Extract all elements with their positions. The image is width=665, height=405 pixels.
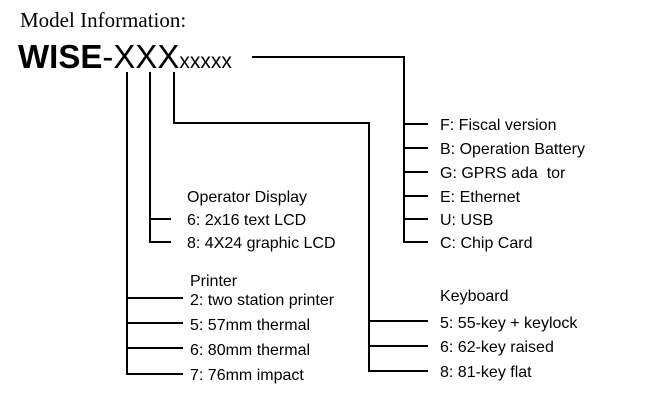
printer-option-57mm: 5: 57mm thermal: [190, 317, 310, 334]
options-bracket-line: [252, 56, 405, 243]
display-title: Operator Display: [187, 189, 307, 206]
keyboard-bracket-line: [173, 72, 370, 372]
display-group: Operator Display 6: 2x16 text LCD 8: 4X2…: [187, 189, 336, 252]
printer-option-80mm: 6: 80mm thermal: [190, 342, 310, 359]
printer-option-76mm: 7: 76mm impact: [190, 367, 304, 384]
model-suffix: xxxxx: [179, 50, 232, 73]
printer-option-two-station: 2: two station printer: [190, 292, 335, 309]
option-gprs: G: GPRS ada tor: [440, 165, 566, 182]
option-fiscal: F: Fiscal version: [440, 117, 556, 134]
option-ethernet: E: Ethernet: [440, 189, 521, 206]
model-dash: -: [102, 38, 113, 75]
model-codes: XXX: [113, 38, 179, 75]
printer-tick-lines: [126, 297, 183, 375]
option-chip-card: C: Chip Card: [440, 235, 532, 252]
printer-title: Printer: [190, 273, 238, 290]
display-option-2x16: 6: 2x16 text LCD: [187, 212, 306, 229]
printer-group: Printer 2: two station printer 5: 57mm t…: [190, 273, 335, 384]
keyboard-option-81-key: 8: 81-key flat: [440, 364, 532, 381]
options-group: F: Fiscal version B: Operation Battery G…: [440, 117, 585, 252]
heading: Model Information:: [20, 8, 186, 32]
keyboard-tick-lines: [368, 320, 428, 372]
keyboard-title: Keyboard: [440, 288, 509, 305]
option-usb: U: USB: [440, 212, 493, 229]
display-tick-lines: [149, 218, 171, 243]
keyboard-option-55-key: 5: 55-key + keylock: [440, 315, 578, 332]
model-code: WISE-XXXxxxxx: [18, 38, 232, 75]
model-prefix: WISE: [18, 38, 102, 75]
options-tick-lines: [403, 123, 428, 243]
option-battery: B: Operation Battery: [440, 141, 585, 158]
keyboard-option-62-key: 6: 62-key raised: [440, 339, 554, 356]
connector-lines: [126, 56, 428, 375]
display-option-4x24: 8: 4X24 graphic LCD: [187, 235, 336, 252]
keyboard-group: Keyboard 5: 55-key + keylock 6: 62-key r…: [440, 288, 578, 381]
